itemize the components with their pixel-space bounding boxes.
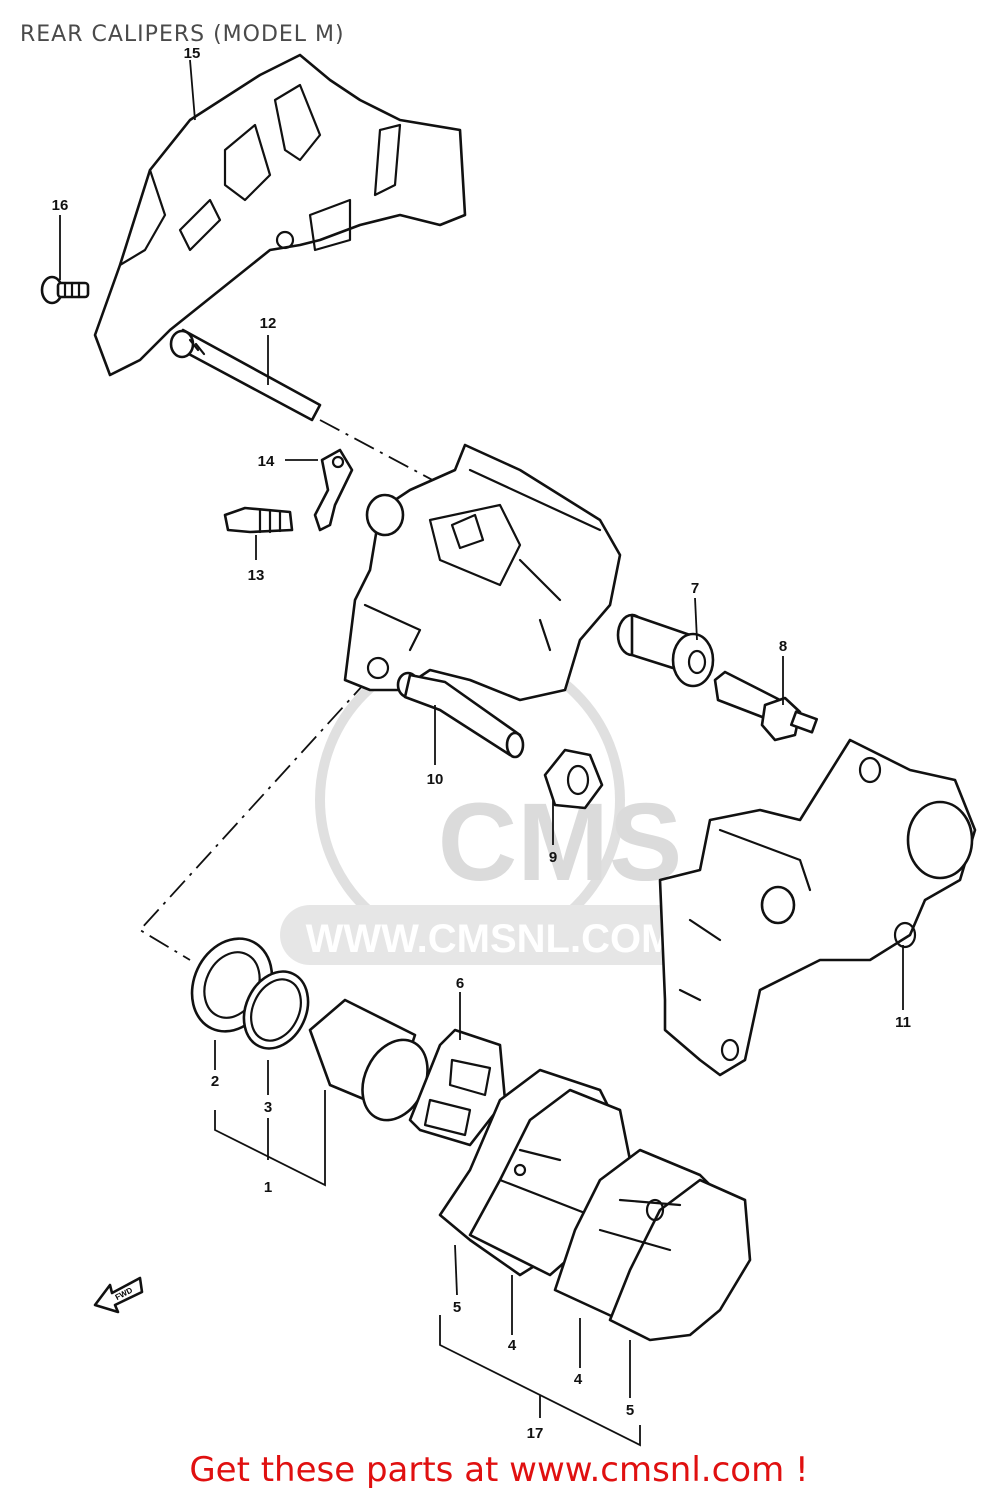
callout-17[interactable]: 17 [527,1425,544,1442]
part-3-piston-seal[interactable] [232,961,320,1059]
callout-5b[interactable]: 5 [626,1402,634,1419]
footer-parts-link[interactable]: Get these parts at www.cmsnl.com ! [189,1450,809,1490]
caliper-window [428,503,522,587]
callout-3[interactable]: 3 [264,1099,272,1116]
leader-5a [454,1244,458,1296]
callout-2[interactable]: 2 [211,1073,219,1090]
shim-window-2 [423,1098,472,1137]
watermark-url-text: WWW.CMSNL.COM [306,917,675,961]
clip-shape [313,448,354,532]
caliper-lower-edge [363,603,422,652]
callout-4a[interactable]: 4 [508,1337,517,1354]
bracket-ribs [678,828,812,1002]
part-9-boot[interactable] [543,748,604,810]
clip-hole [331,455,345,469]
callout-7[interactable]: 7 [691,580,699,597]
callout-5a[interactable]: 5 [453,1299,461,1316]
callout-12[interactable]: 12 [260,315,277,332]
pad-4a-detail [498,1148,592,1217]
pad-shim-5b [608,1178,752,1342]
callout-10[interactable]: 10 [427,771,444,788]
callout-8[interactable]: 8 [779,638,787,655]
watermark-band [280,905,700,965]
leader-1-bracket [214,1090,326,1187]
watermark: CMS WWW.CMSNL.COM [280,645,700,965]
bracket-lower-hole [720,1038,740,1062]
part-12-pad-pin[interactable] [169,328,322,422]
part-10-slide-pin[interactable] [396,671,525,759]
callout-9[interactable]: 9 [549,849,557,866]
sleeve-bore [687,649,707,675]
callout-15[interactable]: 15 [184,45,201,62]
bracket-upper-hole [858,756,882,784]
leader-15 [189,59,196,121]
guard-slot-2 [223,123,272,202]
guard-slot-1 [178,198,222,252]
boot-hole [566,764,590,796]
caliper-body[interactable] [343,443,622,702]
callout-11[interactable]: 11 [895,1014,911,1031]
pad-4b-hole [645,1198,665,1222]
callout-6[interactable]: 6 [456,975,464,992]
alignment-lines [138,419,471,961]
callout-14[interactable]: 14 [258,453,275,470]
part-15-caliper-guard[interactable] [93,53,467,377]
pad-4a-hole [513,1163,527,1177]
alignment-line-upper [319,419,471,501]
part-6-shim[interactable] [408,1028,507,1147]
bracket-axle-eye [906,800,974,880]
caliper-ribs [468,468,602,652]
callout-labels: 1 2 3 4 4 5 5 6 7 8 9 10 11 12 13 14 15 … [52,45,911,1442]
bolt-thread [63,281,81,299]
guard-slot-4 [373,123,402,197]
guard-hole [275,230,295,250]
caliper-window-inner [450,513,485,550]
callout-16[interactable]: 16 [52,197,69,214]
arrow-icon [93,1276,144,1314]
part-14-clip[interactable] [313,448,354,532]
part-13-bleeder[interactable] [223,506,294,534]
pin-thread [188,338,206,356]
guard-edge [118,168,167,267]
sleeve-flange [671,632,715,688]
boot-shape [543,748,604,810]
bleeder-body [223,506,294,534]
leader-17-bracket [439,1315,641,1447]
part-16-bolt[interactable] [40,275,90,305]
bracket-slide-boss [760,885,796,925]
guard-block [308,198,352,252]
bracket-pin-hole [893,921,917,949]
front-indicator: FWD [93,1276,144,1314]
alignment-line-lower [138,649,396,961]
part-piston[interactable] [308,998,440,1131]
bleeder-hex [258,508,282,534]
slide-pin-tip [505,731,525,759]
part-11-bracket[interactable] [658,738,977,1077]
callout-13[interactable]: 13 [248,567,265,584]
caliper-boss [365,493,405,537]
guard-slot-3 [273,83,322,162]
pin-head [169,329,195,359]
page-title: REAR CALIPERS (MODEL M) [20,22,345,47]
leader-lines [59,59,904,1447]
callout-1[interactable]: 1 [264,1179,272,1196]
guard-body [93,53,467,377]
bracket-outline [658,738,977,1077]
part-8-pin-bolt[interactable] [713,670,819,742]
leader-7 [694,597,698,641]
shim-window-1 [448,1058,492,1097]
pin-bolt-hex [760,696,802,742]
caliper-mount-hole [366,656,390,680]
pin-bolt-thread [789,710,819,734]
callout-4b[interactable]: 4 [574,1371,583,1388]
pad-set-front[interactable] [553,1148,752,1342]
part-7-sleeve[interactable] [616,613,715,688]
piston-seal-inner [250,978,302,1042]
